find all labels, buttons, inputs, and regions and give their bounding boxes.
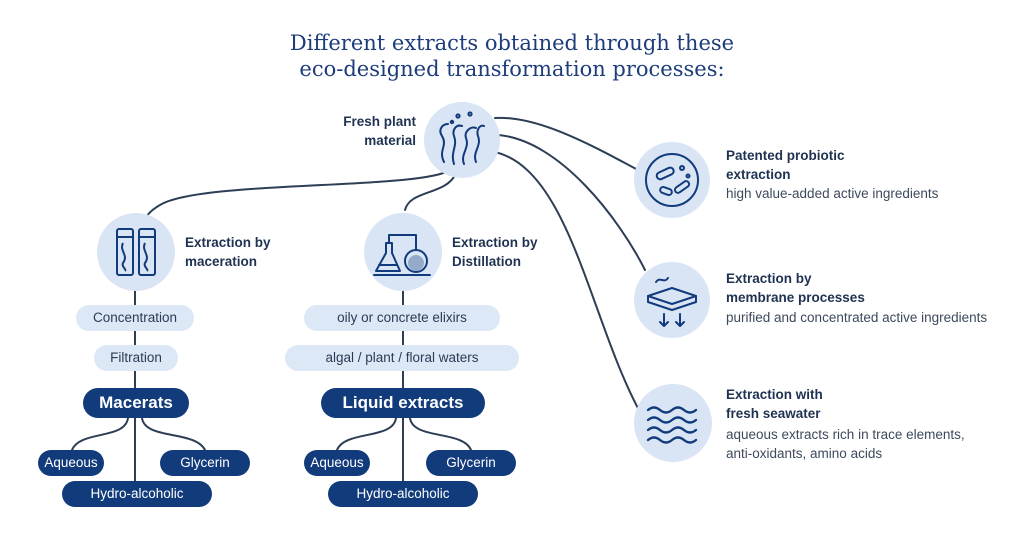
maceration-circle	[97, 213, 175, 291]
membrane-circle	[634, 262, 710, 338]
membrane-filter-icon	[647, 277, 697, 327]
title-line-2: eco-designed transformation processes:	[299, 57, 725, 81]
seawater-desc: aqueous extracts rich in trace elements,…	[726, 427, 965, 461]
waves-icon	[646, 406, 698, 444]
probiotic-circle	[634, 142, 710, 218]
source-label: Fresh plant material	[343, 114, 416, 148]
membrane-title: Extraction by membrane processes	[726, 271, 865, 305]
source-circle	[424, 102, 500, 178]
distillation-circle	[364, 213, 442, 291]
product-macerats: Macerats	[83, 388, 189, 418]
diagram-title: Different extracts obtained through thes…	[0, 30, 1024, 82]
plant-material-icon	[439, 111, 485, 165]
seawater-title: Extraction with fresh seawater	[726, 387, 823, 421]
output-aqueous-macerats: Aqueous	[38, 450, 104, 476]
product-liquid-extracts: Liquid extracts	[321, 388, 485, 418]
membrane-desc: purified and concentrated active ingredi…	[726, 310, 988, 325]
output-hydro-alcoholic-liquid: Hydro-alcoholic	[328, 481, 478, 507]
output-glycerin-macerats: Glycerin	[160, 450, 250, 476]
step-floral-waters: algal / plant / floral waters	[285, 345, 519, 371]
step-concentration: Concentration	[76, 305, 194, 331]
output-aqueous-liquid: Aqueous	[304, 450, 370, 476]
output-glycerin-liquid: Glycerin	[426, 450, 516, 476]
probiotic-desc: high value-added active ingredients	[726, 186, 939, 201]
output-hydro-alcoholic-macerats: Hydro-alcoholic	[62, 481, 212, 507]
step-filtration: Filtration	[94, 345, 178, 371]
test-tubes-icon	[116, 228, 156, 276]
maceration-label: Extraction by maceration	[185, 235, 271, 269]
bacteria-icon	[645, 153, 699, 207]
seawater-circle	[634, 384, 712, 462]
distillation-label: Extraction by Distillation	[452, 235, 538, 269]
probiotic-title: Patented probiotic extraction	[726, 148, 845, 182]
distillation-flask-icon	[373, 234, 431, 276]
step-oily-elixirs: oily or concrete elixirs	[304, 305, 500, 331]
title-line-1: Different extracts obtained through thes…	[289, 31, 735, 55]
